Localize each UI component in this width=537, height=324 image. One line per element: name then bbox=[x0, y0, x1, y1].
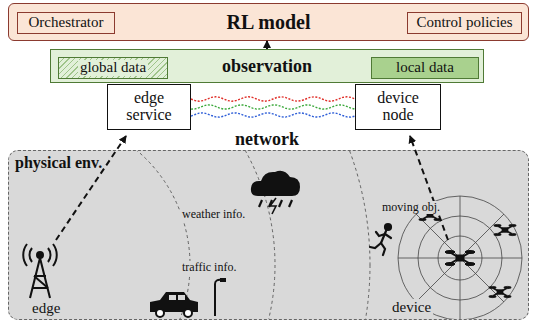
device-label: device bbox=[390, 299, 433, 316]
node-text: physical env. bbox=[15, 155, 102, 172]
node-text: global data bbox=[78, 60, 148, 76]
rl-model-box: RL model Orchestrator Control policies bbox=[8, 3, 529, 41]
coverage-arcs bbox=[9, 151, 370, 319]
network-label: network bbox=[233, 130, 301, 150]
sensing-arrows bbox=[56, 136, 448, 240]
service-box: edge service bbox=[107, 84, 191, 130]
node-text: Orchestrator bbox=[29, 15, 104, 31]
node-text: device node bbox=[360, 90, 436, 124]
info-label: traffic info. bbox=[180, 261, 238, 274]
node-text: observation bbox=[222, 57, 312, 76]
node-text: RL model bbox=[227, 12, 311, 33]
module-box: Control policies bbox=[407, 12, 522, 34]
tower-icon bbox=[23, 244, 57, 298]
rain-cloud-icon bbox=[251, 171, 300, 214]
service-box: device node bbox=[355, 84, 441, 130]
connector bbox=[191, 105, 355, 109]
connector bbox=[191, 97, 355, 101]
node-text: Control policies bbox=[416, 15, 512, 31]
edge-label: edge bbox=[30, 300, 62, 317]
info-label: moving obj. bbox=[380, 201, 442, 214]
data-box: local data bbox=[371, 57, 479, 79]
connector bbox=[266, 41, 268, 49]
node-text: local data bbox=[396, 60, 454, 76]
observation-box: observation global data local data bbox=[50, 49, 484, 83]
node-text: edge service bbox=[112, 90, 186, 124]
car-icon bbox=[150, 278, 226, 317]
data-box: global data bbox=[58, 57, 168, 79]
moving-person-icon bbox=[370, 224, 391, 255]
info-label: weather info. bbox=[180, 208, 247, 221]
drone-icons bbox=[419, 209, 517, 297]
module-box: Orchestrator bbox=[17, 12, 115, 34]
connector bbox=[191, 113, 355, 117]
